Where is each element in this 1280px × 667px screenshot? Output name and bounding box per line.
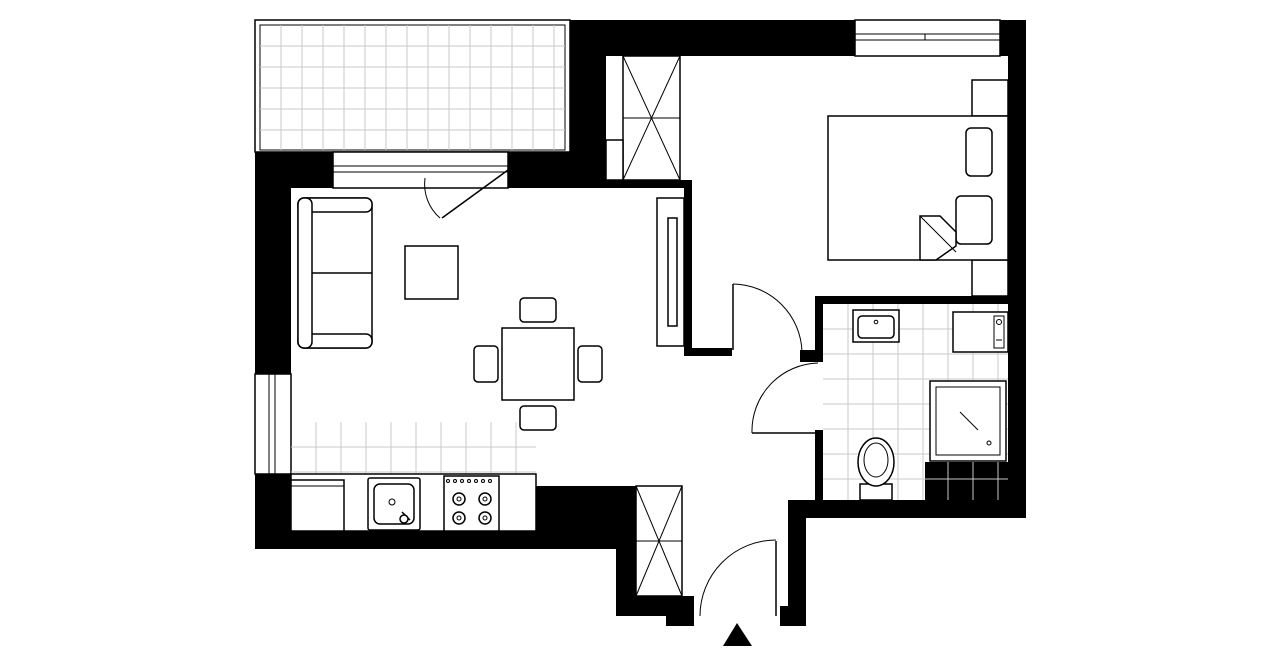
shower — [929, 380, 1007, 462]
balcony-door — [424, 169, 509, 219]
wardrobe-hall — [635, 485, 683, 597]
bathroom — [823, 304, 1009, 501]
balcony — [254, 19, 571, 153]
washbasin — [852, 309, 900, 343]
windows — [254, 19, 1001, 475]
dining-table — [473, 297, 603, 431]
walls — [255, 20, 1026, 626]
sofa — [297, 197, 373, 349]
tv-cabinet — [656, 197, 685, 347]
entrance-arrow-icon — [723, 623, 752, 646]
bathroom-door — [751, 362, 820, 434]
kitchen-sink — [367, 477, 421, 531]
double-bed — [827, 115, 1009, 261]
balcony-tile-grid — [260, 25, 565, 150]
washing-machine — [952, 311, 1009, 353]
kitchen-tile-grid — [291, 422, 536, 474]
nightstand-bottom — [971, 259, 1009, 297]
coffee-table — [404, 245, 459, 300]
toilet — [857, 437, 895, 501]
bedroom-door — [732, 283, 803, 353]
wardrobe-bedroom — [605, 55, 681, 181]
fridge — [290, 479, 345, 532]
stove — [443, 475, 500, 532]
nightstand-top — [971, 79, 1009, 117]
bedroom — [827, 79, 1009, 297]
doors — [424, 169, 820, 617]
kitchen — [290, 422, 537, 532]
entrance-door — [699, 539, 777, 617]
living-room — [297, 197, 685, 431]
